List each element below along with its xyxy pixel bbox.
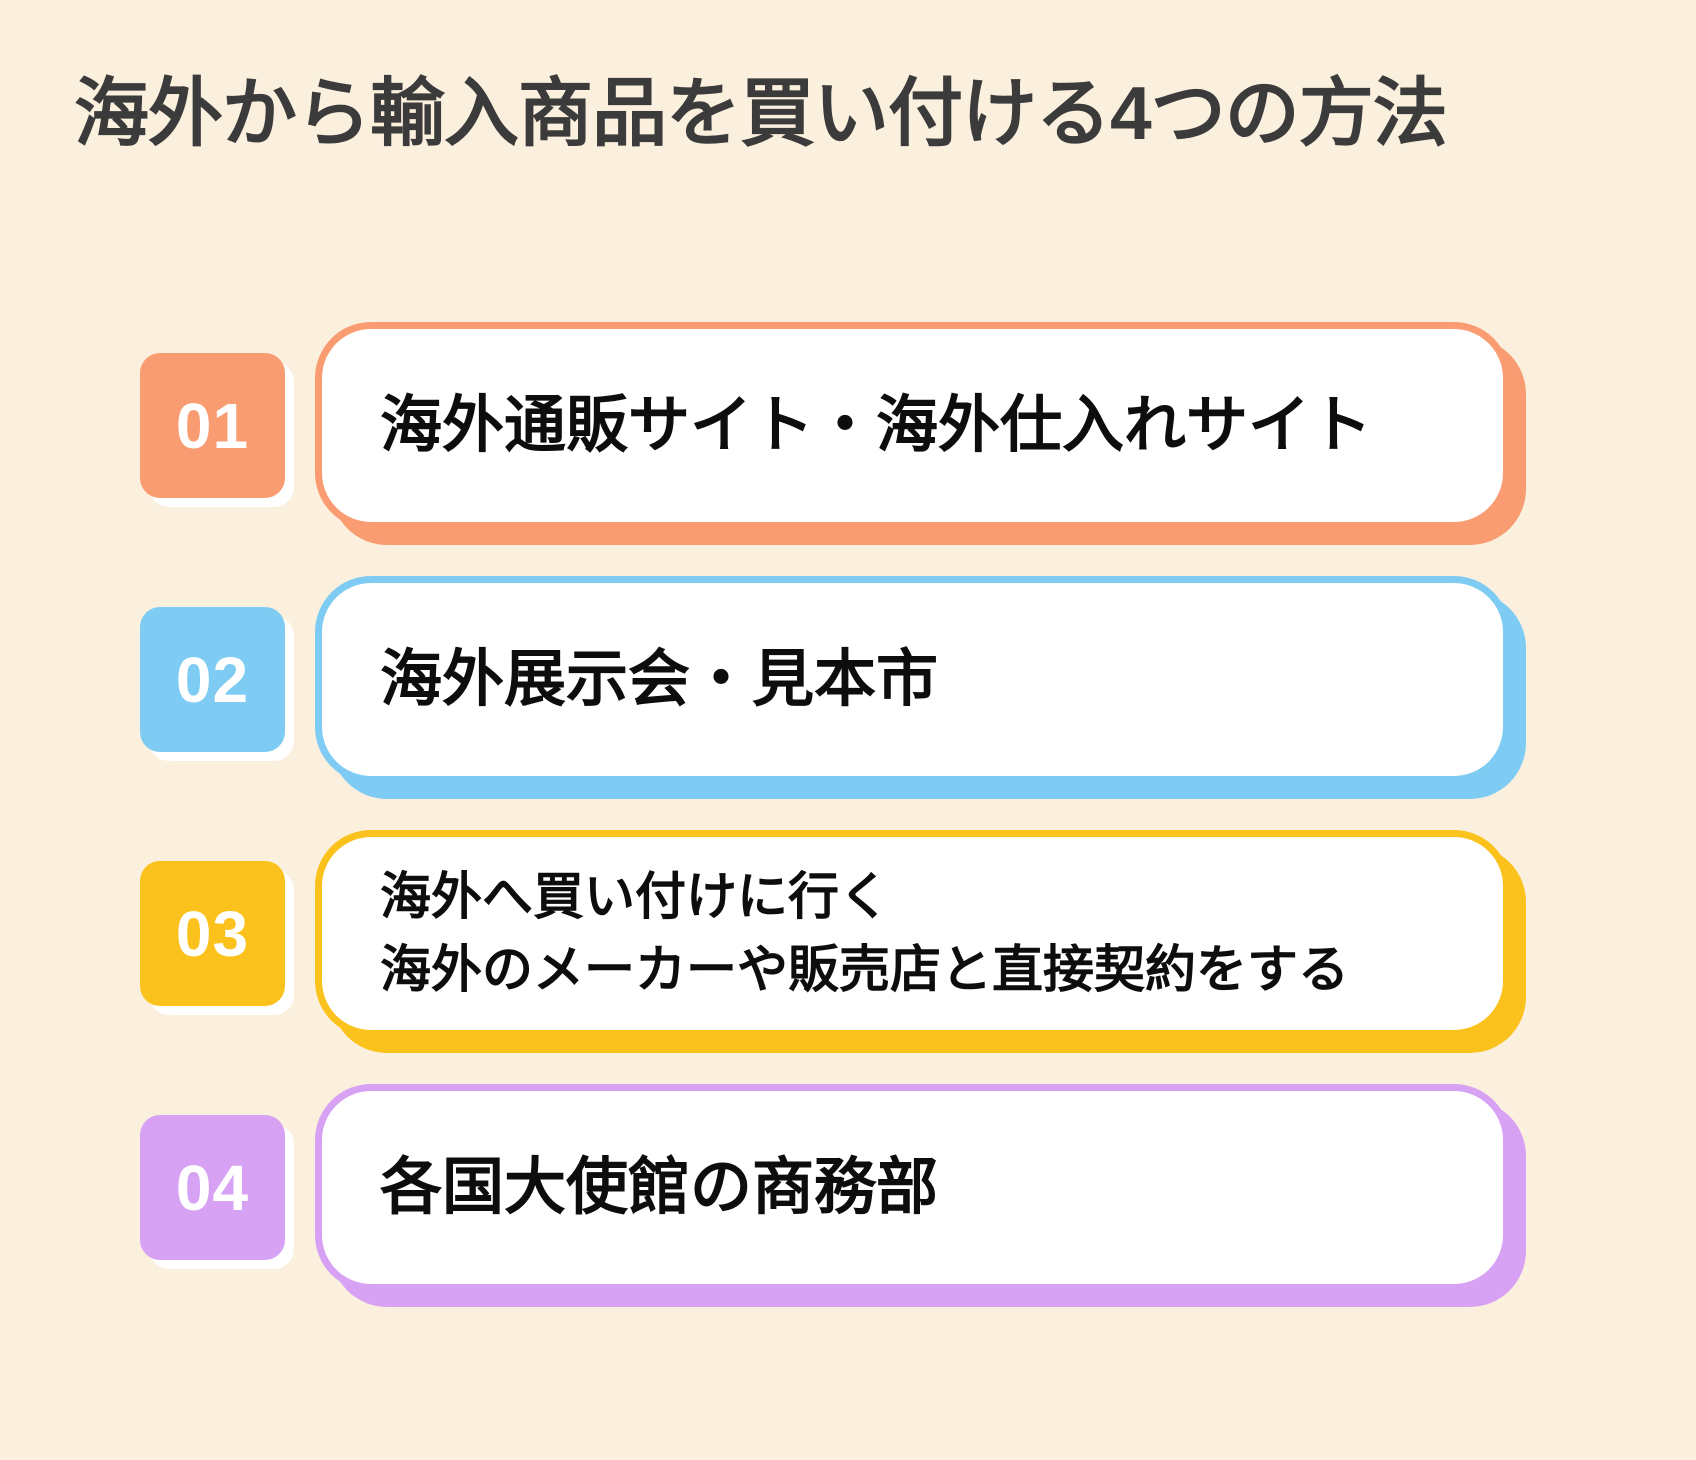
number-badge-3: 03 xyxy=(140,861,285,1006)
method-card-4: 各国大使館の商務部 xyxy=(315,1084,1510,1291)
method-label: 海外へ買い付けに行く 海外のメーカーや販売店と直接契約をする xyxy=(380,868,1350,998)
method-card-1: 海外通販サイト・海外仕入れサイト xyxy=(315,322,1510,529)
method-label: 海外展示会・見本市 xyxy=(380,644,939,714)
number-badge-2: 02 xyxy=(140,607,285,752)
method-row-2: 02 海外展示会・見本市 xyxy=(0,576,1696,783)
badge-number: 04 xyxy=(175,1151,250,1224)
method-row-1: 01 海外通販サイト・海外仕入れサイト xyxy=(0,322,1696,529)
page-title: 海外から輸入商品を買い付ける4つの方法 xyxy=(74,71,1448,155)
number-badge-4: 04 xyxy=(140,1115,285,1260)
number-badge-1: 01 xyxy=(140,353,285,498)
badge-number: 01 xyxy=(175,389,250,462)
method-row-3: 03 海外へ買い付けに行く 海外のメーカーや販売店と直接契約をする xyxy=(0,830,1696,1037)
badge-number: 03 xyxy=(175,897,250,970)
method-card-3: 海外へ買い付けに行く 海外のメーカーや販売店と直接契約をする xyxy=(315,830,1510,1037)
method-card-2: 海外展示会・見本市 xyxy=(315,576,1510,783)
badge-number: 02 xyxy=(175,643,250,716)
method-row-4: 04 各国大使館の商務部 xyxy=(0,1084,1696,1291)
method-label: 各国大使館の商務部 xyxy=(380,1152,939,1222)
method-label: 海外通販サイト・海外仕入れサイト xyxy=(380,390,1373,460)
